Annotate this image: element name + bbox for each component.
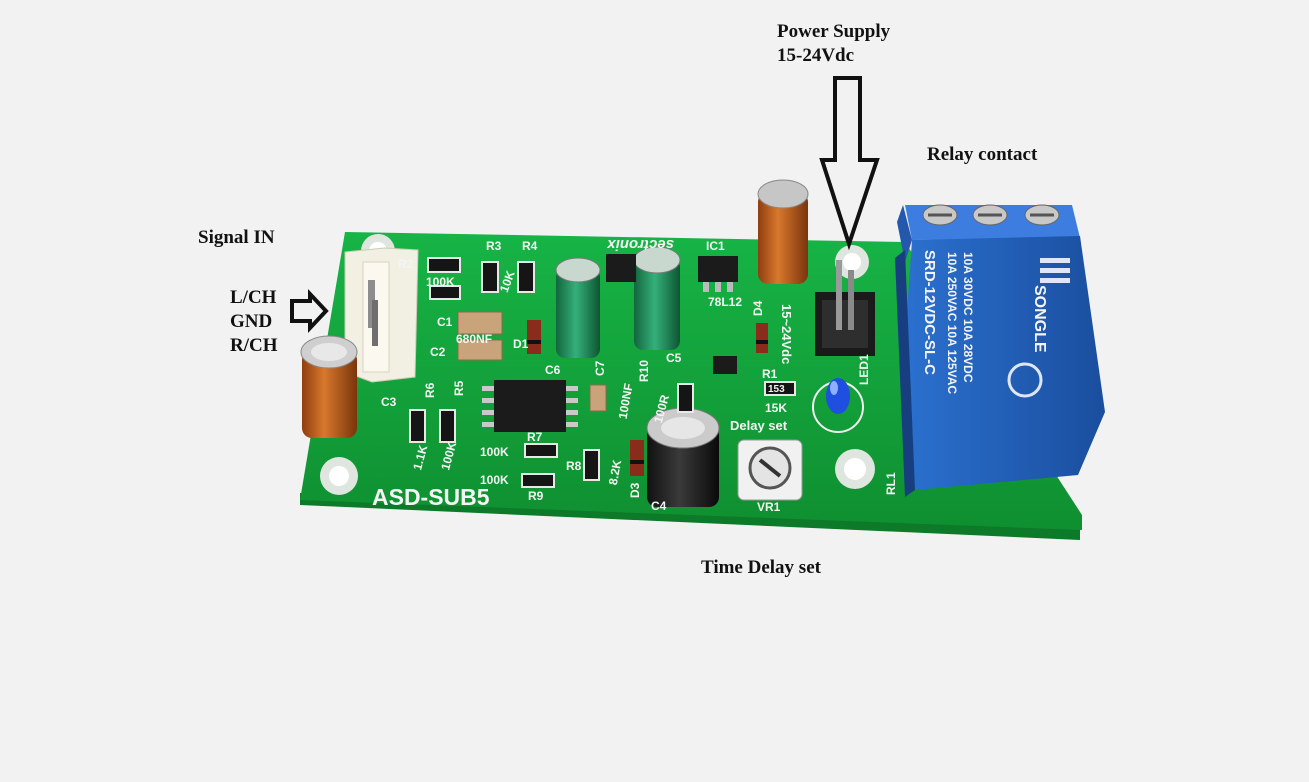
ul-mark-icon: [1007, 362, 1043, 398]
label-r10: R10: [637, 360, 651, 382]
label-led1: LED1: [857, 354, 871, 385]
label-ic1: IC1: [706, 239, 725, 253]
power-voltage-label: 15~24Vdc: [779, 304, 794, 364]
capacitor-c3: [300, 335, 358, 438]
label-1-1k: 1.1K: [410, 443, 430, 471]
label-r4: R4: [522, 239, 538, 253]
label-vr1: VR1: [757, 500, 781, 514]
label-r2: R2: [398, 257, 414, 271]
label-680nf: 680NF: [456, 332, 492, 346]
power-arrow-icon: [819, 76, 880, 251]
label-c5: C5: [666, 351, 682, 365]
songle-logo-icon: [1040, 258, 1070, 283]
label-c4: C4: [651, 499, 667, 513]
power-connector: [815, 260, 875, 356]
label-r8: R8: [566, 459, 582, 473]
signal-in-label: Signal IN: [198, 227, 275, 248]
label-100nf: 100NF: [616, 382, 636, 420]
opamp-ic: [482, 380, 578, 432]
relay-brand: SONGLE: [1031, 285, 1048, 353]
board-model: ASD-SUB5: [372, 484, 490, 510]
relay-contact-label: Relay contact: [927, 144, 1038, 165]
label-rl1: RL1: [884, 472, 898, 495]
mounting-hole: [835, 245, 869, 279]
ground-label: GND: [230, 311, 273, 332]
smd-capacitors: [457, 311, 607, 412]
delay-potentiometer: [737, 439, 803, 501]
label-c7: C7: [593, 360, 607, 376]
silkscreen-labels: R2 R3 R4 100K 10K C1 C2 680NF D1 C3 R6 R…: [381, 239, 898, 514]
label-100k-d: 100K: [480, 473, 509, 487]
screw-icon: [1024, 204, 1060, 226]
label-r1: R1: [762, 367, 778, 381]
capacitor-c5: [633, 246, 681, 350]
label-153: 153: [768, 384, 785, 395]
relay-rating-1: 10A 250VAC 10A 125VAC: [945, 252, 959, 394]
relay: SRD-12VDC-SL-C 10A 250VAC 10A 125VAC 10A…: [895, 236, 1105, 497]
transistor: [713, 356, 737, 374]
signal-arrow-icon: [290, 288, 329, 334]
label-r3: R3: [486, 239, 502, 253]
label-r9: R9: [528, 489, 544, 503]
mounting-hole: [835, 449, 875, 489]
smd-resistors: [409, 257, 796, 488]
label-78l12: 78L12: [708, 295, 742, 309]
label-c1: C1: [437, 315, 453, 329]
label-r5: R5: [452, 380, 466, 396]
led-blue: [812, 378, 864, 433]
relay-model: SRD-12VDC-SL-C: [921, 250, 938, 375]
board-brand: sectronix: [607, 236, 674, 253]
screw-icon: [972, 204, 1008, 226]
label-c2: C2: [430, 345, 446, 359]
regulator-ic1: [698, 256, 738, 292]
label-8-2k: 8.2K: [606, 458, 624, 486]
capacitor-power: [757, 179, 809, 284]
relay-rating-2: 10A 30VDC 10A 28VDC: [961, 252, 975, 383]
capacitor-c4: [646, 407, 720, 507]
diodes: [527, 320, 768, 476]
mounting-hole: [320, 457, 358, 495]
label-r7: R7: [527, 430, 543, 444]
right-channel-label: R/CH: [230, 335, 278, 356]
label-100k-a: 100K: [426, 275, 455, 289]
label-d3: D3: [628, 482, 642, 498]
label-d4: D4: [751, 300, 765, 316]
capacitor-c6: [555, 257, 601, 358]
label-15k: 15K: [765, 401, 787, 415]
power-supply-voltage: 15-24Vdc: [777, 45, 855, 66]
signal-input-connector: [344, 247, 419, 383]
label-d1: D1: [513, 337, 529, 351]
screw-icon: [922, 204, 958, 226]
small-ic: [606, 254, 636, 282]
delay-set-label: Delay set: [730, 418, 788, 433]
power-supply-title: Power Supply: [777, 21, 891, 42]
pcb-board: [300, 232, 1082, 530]
label-c3: C3: [381, 395, 397, 409]
label-100k-c: 100K: [480, 445, 509, 459]
label-c6: C6: [545, 363, 561, 377]
left-channel-label: L/CH: [230, 287, 277, 308]
relay-terminal-block: [897, 204, 1080, 262]
time-delay-set-label: Time Delay set: [701, 557, 821, 578]
label-r6: R6: [423, 382, 437, 398]
